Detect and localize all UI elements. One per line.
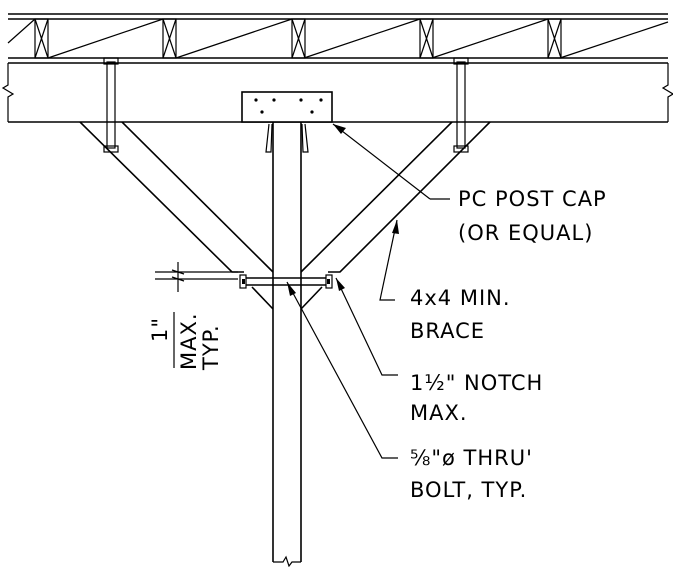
beam [1, 63, 673, 123]
dimension-value: 1" [148, 317, 172, 342]
truss-web-block [291, 18, 306, 59]
bolt-label-line2: BOLT, TYP. [410, 478, 527, 502]
truss-web-block [34, 18, 49, 59]
truss-web-block [419, 18, 434, 59]
brace-label-line1: 4x4 MIN. [410, 286, 511, 310]
notch-label-line1: 1½" NOTCH [410, 371, 543, 395]
left-hanger-strap [103, 57, 119, 153]
brace-leader [379, 219, 399, 301]
post-cap-label-line2: (OR EQUAL) [458, 221, 593, 245]
right-hanger-strap [453, 57, 469, 153]
truss-web-block [547, 18, 562, 59]
notch-leader [335, 277, 398, 376]
post-cap [241, 91, 333, 153]
dimension-note-line1: MAX. [177, 312, 201, 370]
notch-label-line2: MAX. [410, 401, 468, 425]
truss-joist [7, 13, 669, 64]
truss-web-block [162, 18, 177, 59]
post-cap-leader [332, 123, 450, 200]
bolt-label-line1: ⅝"ø THRU' [410, 446, 533, 470]
notch-dimension [155, 262, 238, 292]
dimension-note-line2: TYP. [199, 324, 223, 371]
post [272, 122, 302, 567]
bolt-leader [286, 281, 398, 459]
post-cap-label-line1: PC POST CAP [458, 187, 607, 211]
right-brace [300, 121, 491, 310]
brace-label-line2: BRACE [410, 319, 485, 343]
thru-bolt [239, 274, 333, 289]
